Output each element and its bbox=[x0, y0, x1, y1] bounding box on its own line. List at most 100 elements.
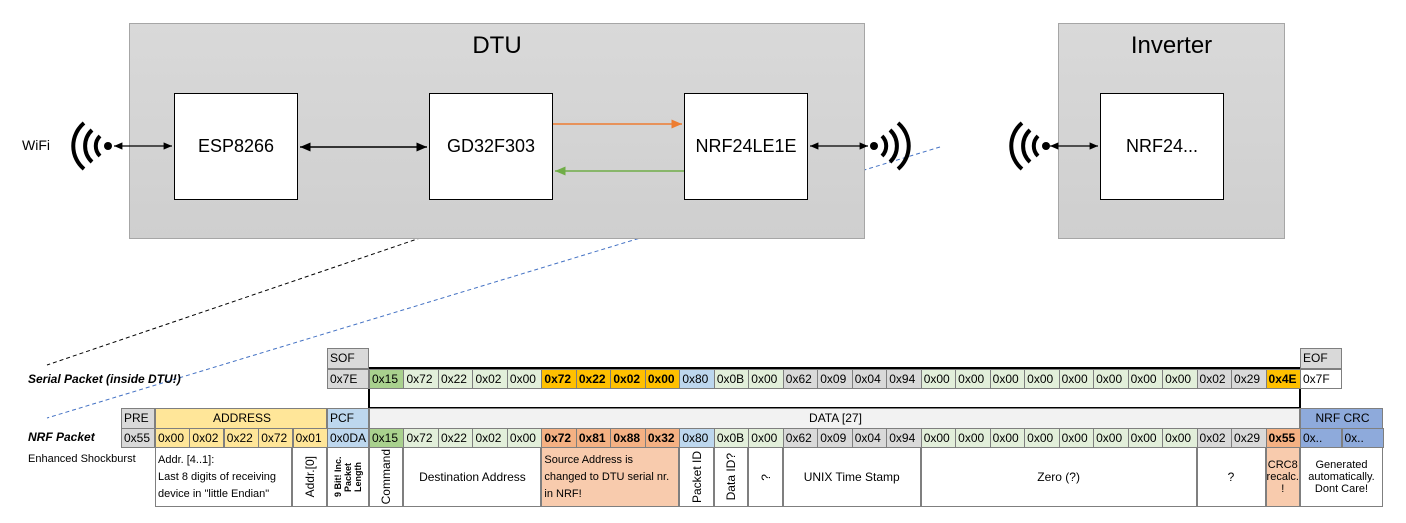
pre-header: PRE bbox=[121, 408, 155, 429]
nrf-byte: 0x62 bbox=[782, 428, 819, 448]
address-byte: 0x01 bbox=[292, 428, 328, 448]
nrf-byte: 0x00 bbox=[1024, 428, 1060, 448]
nrf-packet-label: NRF Packet bbox=[28, 430, 95, 444]
command-desc: Command bbox=[369, 447, 404, 507]
nrf-byte: 0x02 bbox=[1196, 428, 1233, 448]
serial-byte: 0x00 bbox=[1024, 369, 1060, 389]
serial-byte: 0x00 bbox=[1058, 369, 1095, 389]
destination-address-desc: Destination Address bbox=[403, 447, 542, 507]
unix-timestamp-desc: UNIX Time Stamp bbox=[782, 447, 921, 507]
crc8-desc: CRC8 recalc. ! bbox=[1265, 447, 1300, 507]
crc-header: NRF CRC bbox=[1300, 408, 1383, 429]
nrf-byte: 0x00 bbox=[1058, 428, 1095, 448]
inverter-group: Inverter bbox=[1058, 23, 1285, 239]
serial-byte: 0x80 bbox=[679, 369, 715, 389]
address-byte: 0x22 bbox=[223, 428, 259, 448]
pcf-byte: 0x0DA bbox=[327, 428, 369, 448]
serial-byte: 0x22 bbox=[575, 369, 612, 389]
nrf-byte: 0x00 bbox=[920, 428, 957, 448]
address-byte: 0x02 bbox=[189, 428, 225, 448]
nrf-byte: 0x29 bbox=[1231, 428, 1267, 448]
serial-byte: 0x00 bbox=[1162, 369, 1198, 389]
source-address-desc: Source Address is changed to DTU serial … bbox=[541, 447, 680, 507]
inverter-nrf-chip: NRF24... bbox=[1100, 93, 1224, 200]
nrf-byte: 0x00 bbox=[506, 428, 543, 448]
serial-byte: 0x00 bbox=[506, 369, 543, 389]
nrf-sublabel: Enhanced Shockburst bbox=[28, 453, 136, 465]
zero-desc: Zero (?) bbox=[920, 447, 1197, 507]
serial-byte: 0x15 bbox=[369, 369, 405, 389]
address-byte: 0x00 bbox=[155, 428, 190, 448]
pcf-header: PCF bbox=[327, 408, 369, 429]
serial-byte: 0x00 bbox=[920, 369, 957, 389]
nrf-byte: 0x00 bbox=[748, 428, 784, 448]
nrf-byte: 0x02 bbox=[472, 428, 508, 448]
sof-byte: 0x7E bbox=[327, 369, 369, 389]
nrf-byte: 0x00 bbox=[1127, 428, 1164, 448]
serial-byte: 0x00 bbox=[955, 369, 991, 389]
nrf-byte: 0x00 bbox=[989, 428, 1026, 448]
addr0-desc-text: Addr.[0] bbox=[302, 456, 317, 498]
crc-byte: 0x.. bbox=[1341, 428, 1384, 448]
address-byte: 0x72 bbox=[258, 428, 294, 448]
nrf-byte: 0x00 bbox=[1093, 428, 1129, 448]
sof-header: SOF bbox=[327, 348, 369, 369]
serial-byte: 0x00 bbox=[989, 369, 1026, 389]
crc-desc: Generated automatically. Dont Care! bbox=[1300, 447, 1383, 507]
packet-id-desc-text: Packet ID bbox=[689, 450, 704, 504]
data-id-desc-text: Data ID? bbox=[724, 453, 739, 501]
pcf-desc-text: 9 Bit! Inc. Packet Length bbox=[333, 456, 363, 498]
nrf-byte: 0x00 bbox=[955, 428, 991, 448]
addr0-desc: Addr.[0] bbox=[292, 447, 327, 507]
serial-byte: 0x09 bbox=[817, 369, 853, 389]
wifi-signal-icon bbox=[870, 121, 911, 171]
nrf-byte: 0x72 bbox=[403, 428, 439, 448]
nrf-byte: 0x94 bbox=[886, 428, 922, 448]
serial-byte: 0x72 bbox=[403, 369, 439, 389]
inverter-title: Inverter bbox=[1130, 32, 1213, 59]
serial-byte: 0x02 bbox=[610, 369, 646, 389]
serial-byte: 0x72 bbox=[541, 369, 577, 389]
esp8266-chip: ESP8266 bbox=[174, 93, 298, 200]
eof-header: EOF bbox=[1300, 348, 1342, 369]
addr41-desc: Addr. [4..1]: Last 8 digits of receiving… bbox=[155, 447, 292, 507]
nrf-byte: 0x00 bbox=[1162, 428, 1198, 448]
pre-byte: 0x55 bbox=[121, 428, 155, 448]
data-header: DATA [27] bbox=[369, 408, 1300, 429]
nrf-byte: 0x04 bbox=[851, 428, 888, 448]
nrf-byte: 0x80 bbox=[679, 428, 715, 448]
unknown-desc-2: ? bbox=[1196, 447, 1266, 507]
serial-byte: 0x62 bbox=[782, 369, 819, 389]
wifi-label: WiFi bbox=[22, 137, 50, 153]
wifi-signal-icon bbox=[1009, 121, 1050, 171]
serial-byte: 0x0B bbox=[713, 369, 750, 389]
nrf-byte: 0x72 bbox=[541, 428, 577, 448]
serial-byte: 0x02 bbox=[1196, 369, 1233, 389]
eof-byte: 0x7F bbox=[1300, 369, 1342, 389]
wifi-signal-icon bbox=[71, 121, 112, 171]
serial-byte: 0x00 bbox=[644, 369, 681, 389]
unknown-desc-text: ? bbox=[758, 473, 773, 481]
serial-byte: 0x00 bbox=[748, 369, 784, 389]
serial-byte: 0x02 bbox=[472, 369, 508, 389]
pcf-desc: 9 Bit! Inc. Packet Length bbox=[327, 447, 369, 507]
serial-packet-label: Serial Packet (inside DTU!) bbox=[28, 372, 181, 386]
nrf-byte: 0x32 bbox=[644, 428, 681, 448]
nrf24le1e-chip: NRF24LE1E bbox=[684, 93, 808, 200]
nrf-byte: 0x0B bbox=[713, 428, 750, 448]
serial-byte: 0x00 bbox=[1093, 369, 1129, 389]
serial-byte: 0x94 bbox=[886, 369, 922, 389]
serial-byte: 0x04 bbox=[851, 369, 888, 389]
nrf-byte: 0x09 bbox=[817, 428, 853, 448]
nrf-byte: 0x81 bbox=[575, 428, 612, 448]
command-desc-text: Command bbox=[379, 449, 394, 505]
nrf-byte: 0x55 bbox=[1265, 428, 1301, 448]
crc-byte: 0x.. bbox=[1300, 428, 1342, 448]
nrf-byte: 0x88 bbox=[610, 428, 646, 448]
serial-byte: 0x00 bbox=[1127, 369, 1164, 389]
serial-byte: 0x4E bbox=[1265, 369, 1301, 389]
nrf-byte: 0x22 bbox=[437, 428, 474, 448]
gd32-chip: GD32F303 bbox=[429, 93, 553, 200]
dtu-title: DTU bbox=[472, 32, 522, 59]
nrf-byte: 0x15 bbox=[369, 428, 405, 448]
